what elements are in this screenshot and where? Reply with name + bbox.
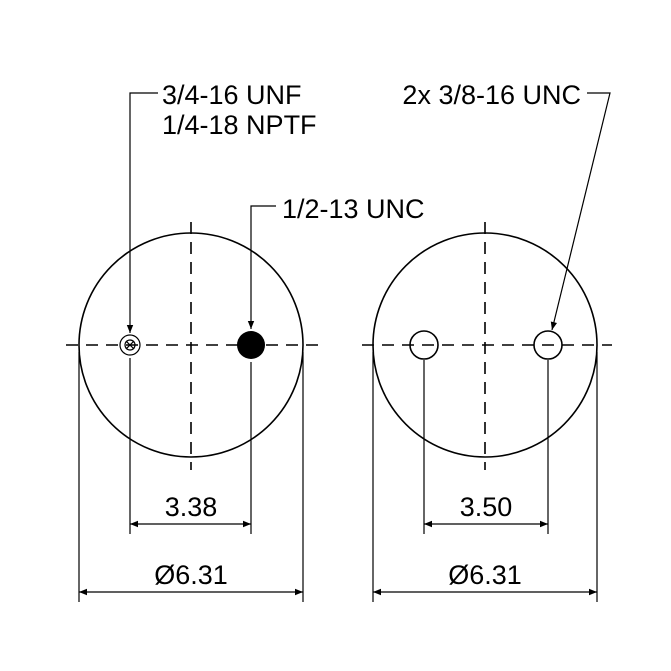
left-diameter-dimension-label: Ø6.31 bbox=[154, 560, 228, 590]
right-hole-2 bbox=[533, 330, 563, 360]
stud-filled-circle bbox=[237, 331, 265, 359]
port-callout-line2: 1/4-18 NPTF bbox=[162, 110, 317, 140]
holes-callout: 2x 3/8-16 UNC bbox=[402, 80, 581, 110]
right-diameter-dimension-label: Ø6.31 bbox=[448, 560, 522, 590]
right-view: 2x 3/8-16 UNC 3.50 Ø6.31 bbox=[362, 80, 612, 602]
holes-leader-line bbox=[550, 92, 611, 331]
stud-callout: 1/2-13 UNC bbox=[282, 194, 425, 224]
port-callout-line1: 3/4-16 UNF bbox=[162, 80, 302, 110]
port-symbol-icon bbox=[119, 334, 141, 356]
right-spacing-dimension-label: 3.50 bbox=[460, 492, 513, 522]
right-hole-1 bbox=[409, 330, 439, 360]
port-leader-line bbox=[126, 92, 158, 333]
left-spacing-dimension-label: 3.38 bbox=[165, 492, 218, 522]
left-view: 3/4-16 UNF 1/4-18 NPTF 1/2-13 UNC 3.38 Ø… bbox=[66, 80, 425, 602]
stud-leader-line bbox=[247, 205, 276, 329]
